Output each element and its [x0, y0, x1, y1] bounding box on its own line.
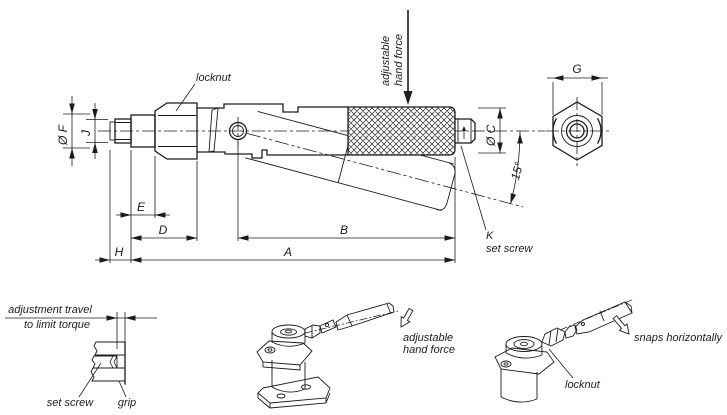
dim-label-D: D [159, 223, 168, 237]
main-side-view: E D B A H Ø F [56, 10, 545, 263]
dim-label-C: Ø C [484, 124, 498, 147]
dim-label-H: H [115, 245, 124, 259]
hand-force-arrow: adjustable hand force [380, 10, 413, 105]
iso-locknut-leader [548, 348, 574, 379]
locknut-hex [154, 102, 198, 160]
end-view-bore-circle [569, 123, 585, 139]
set-screw-label: set screw [486, 243, 534, 255]
dimension-J: J [79, 103, 98, 159]
phantom-centerline [246, 133, 524, 208]
hex-outline [552, 101, 603, 161]
lever-body [196, 103, 349, 159]
iso-view-snapped: snaps horizontally locknut [494, 298, 724, 403]
iso-snapped-body [494, 298, 635, 403]
iso-force-label-line1: adjustable [403, 332, 453, 344]
detail-grip-leader [118, 380, 127, 398]
iso-force-label-line2: hand force [403, 344, 455, 356]
dim-label-E: E [137, 200, 146, 214]
dimension-extension-lines [63, 107, 506, 263]
end-view-outer-circle [561, 115, 593, 147]
dimension-angle-15: 15° [507, 130, 526, 205]
dim-label-G: G [572, 62, 581, 76]
dim-label-J: J [79, 129, 93, 137]
dim-label-B: B [340, 223, 348, 237]
hex-chamfer-arc-right [596, 118, 602, 144]
knurled-grip [347, 106, 456, 156]
dimension-A: A H [95, 245, 455, 263]
locknut-callout: locknut [175, 72, 232, 112]
section-detail-view: adjustment travel to limit torque set sc… [5, 304, 157, 409]
travel-note-line1: adjustment travel [8, 304, 92, 316]
hex-end-view: G [546, 62, 609, 166]
detail-set-screw-label: set screw [47, 397, 95, 409]
grip-section-cut [90, 341, 126, 385]
hex-chamfer-arc-left [552, 118, 558, 144]
hollow-snap-arrow [612, 315, 630, 335]
dimension-C: Ø C [484, 108, 503, 153]
dimension-F: Ø F [56, 96, 75, 166]
end-view-mid-circle [565, 119, 589, 143]
clamp-wedge [208, 107, 219, 153]
set-screw-tip [91, 355, 118, 369]
force-arrow-head [403, 91, 413, 105]
set-screw-thread-marks [109, 355, 118, 369]
locknut-leader-line [175, 83, 196, 112]
iso-view-straight: adjustable hand force [256, 302, 455, 409]
dimension-B: B [238, 223, 455, 241]
force-label-line1: adjustable [380, 36, 392, 86]
force-label-line2: hand force [393, 34, 405, 86]
angle-label: 15° [508, 160, 526, 181]
set-screw-end [454, 118, 476, 144]
hollow-force-arrow [400, 307, 414, 328]
dim-label-F: Ø F [56, 124, 70, 146]
detail-grip-label: grip [118, 397, 136, 409]
snap-label: snaps horizontally [634, 332, 724, 344]
dimension-D: D [131, 223, 197, 241]
travel-note-line2: to limit torque [24, 319, 90, 331]
set-screw-letter: K [486, 230, 494, 242]
iso-straight-body [256, 302, 399, 409]
travel-extension-lines [116, 312, 126, 384]
iso-locknut-label: locknut [565, 379, 601, 391]
set-screw-callout: K set screw [460, 145, 534, 255]
dimension-E: E [116, 200, 170, 218]
thread-direction-arrow [461, 126, 467, 131]
grip-wall-top [93, 341, 126, 356]
dimension-G: G [547, 62, 608, 115]
locknut-label: locknut [196, 72, 232, 84]
detail-set-screw-leader [78, 362, 102, 398]
set-screw-leader-line [460, 145, 487, 231]
dim-label-A: A [283, 245, 292, 259]
